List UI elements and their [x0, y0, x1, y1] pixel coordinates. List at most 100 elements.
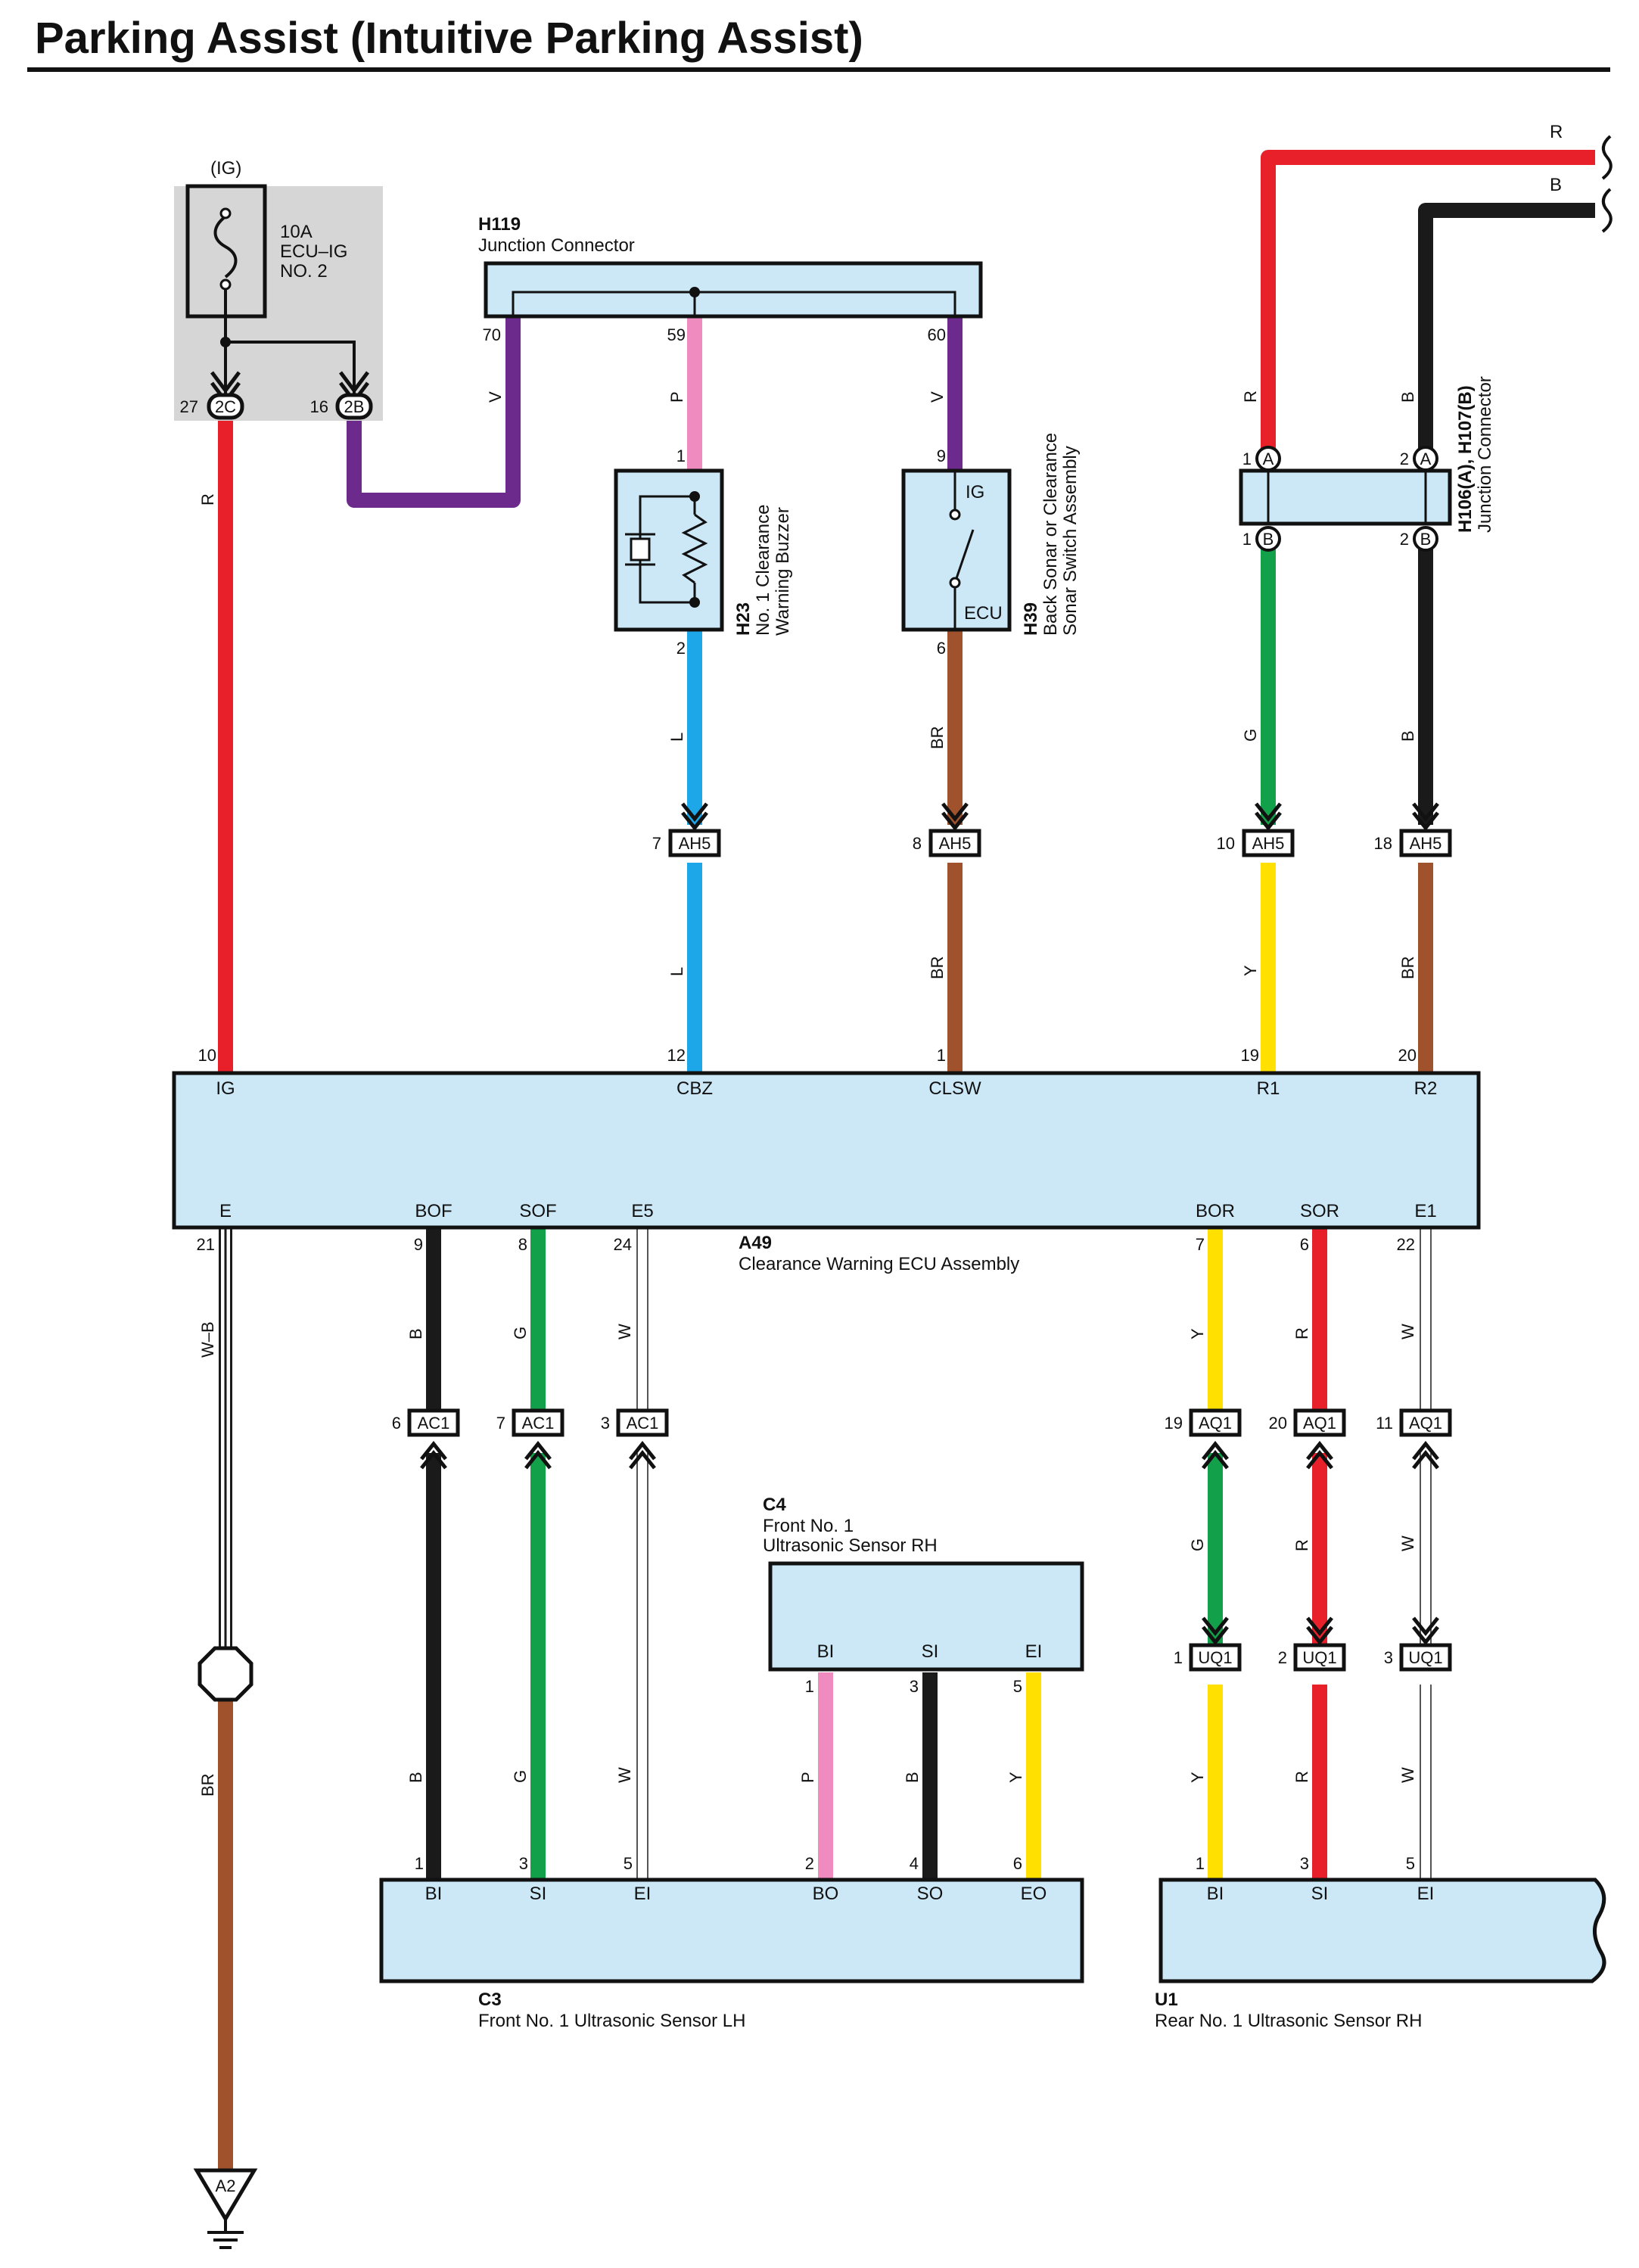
a49-top-sig: R2 — [1414, 1078, 1438, 1099]
a49-bottom-sig: BOR — [1196, 1201, 1235, 1221]
c4-name-1: Front No. 1 — [763, 1516, 854, 1536]
c3-id: C3 — [478, 1990, 502, 2010]
fuse-block: (IG) 10A ECU–IG NO. 2 2C 2B 27 16 — [174, 158, 383, 421]
ac1-pin: 7 — [496, 1414, 505, 1433]
ground-triangle — [193, 2168, 258, 2223]
c3-pin: 2 — [805, 1854, 814, 1873]
c3-pin: 6 — [1013, 1854, 1022, 1873]
h107-a2-letter: A — [1420, 450, 1432, 468]
c3-sig: BI — [425, 1884, 443, 1904]
ah5-connector-3: AH5 10 — [1217, 802, 1295, 857]
uq1-pin: 1 — [1174, 1648, 1183, 1667]
ac1-connector-3: AC1 3 — [601, 1408, 669, 1470]
wire-code: V — [486, 391, 505, 403]
uq1-pin: 2 — [1278, 1648, 1287, 1667]
a49-name: Clearance Warning ECU Assembly — [739, 1254, 1019, 1274]
h107-pin-a2: 2 — [1400, 450, 1409, 468]
wire-code: W — [1398, 1535, 1417, 1551]
ah5-label: AH5 — [1252, 834, 1285, 853]
wire-v-left — [347, 318, 521, 508]
h39-label-ig: IG — [966, 482, 984, 502]
ah5-pin: 8 — [913, 834, 922, 853]
h23-resistor-symbol — [681, 513, 708, 584]
ah5-connectors: AH5 7 AH5 8 AH5 10 AH5 18 — [652, 802, 1452, 857]
wire-color-codes: R V P V R B L BR G B L BR Y BR W–B BR B … — [198, 390, 1417, 1797]
u1-pin: 3 — [1300, 1854, 1309, 1873]
h106-id: H106(A), H107(B) — [1455, 385, 1476, 533]
c3-front-ultrasonic-sensor-lh: 1 BI 3 SI 5 EI 2 BO 4 SO 6 EO C3 Front N… — [379, 1854, 1084, 2031]
h39-back-sonar-switch: IG ECU 9 6 H39 Back Sonar or Clearance S… — [901, 433, 1081, 658]
a49-bottom-sig: E — [219, 1201, 232, 1221]
wire-top-r — [1261, 150, 1595, 459]
wire-code: BR — [928, 956, 947, 979]
c3-name: Front No. 1 Ultrasonic Sensor LH — [478, 2011, 745, 2031]
ac1-connectors: AC1 6 AC1 7 AC1 3 — [392, 1408, 669, 1470]
a49-top-pin: 12 — [667, 1046, 686, 1065]
a49-top-sig: R1 — [1257, 1078, 1280, 1099]
fuse-conn-right-label: 2B — [344, 397, 365, 416]
fuse-pin-left: 27 — [180, 397, 198, 416]
u1-pin: 5 — [1406, 1854, 1415, 1873]
a49-id: A49 — [739, 1233, 772, 1253]
a49-bottom-sig: E5 — [631, 1201, 653, 1221]
wire-code: G — [511, 1327, 530, 1339]
wire-code: L — [667, 733, 686, 742]
fuse-conn-left — [207, 393, 244, 420]
h23-name-2: Warning Buzzer — [773, 507, 793, 636]
uq1-connectors: UQ1 1 UQ1 2 UQ1 3 — [1174, 1616, 1452, 1672]
c4-pin: 3 — [910, 1677, 919, 1696]
wire-top-b — [1418, 203, 1595, 459]
c3-pin: 5 — [624, 1854, 633, 1873]
ground-a2: A2 — [193, 2168, 258, 2249]
fuse-pin-right: 16 — [310, 397, 328, 416]
top-wire-b-label: B — [1550, 175, 1562, 195]
h39-switch-lever — [953, 529, 975, 583]
c3-box — [379, 1878, 1084, 1983]
u1-name: Rear No. 1 Ultrasonic Sensor RH — [1155, 2011, 1422, 2031]
a49-box — [172, 1071, 1481, 1230]
wire-code: G — [511, 1770, 530, 1783]
aq1-pin: 11 — [1376, 1414, 1393, 1433]
h119-name: Junction Connector — [478, 235, 635, 256]
wire-code: R — [1241, 390, 1260, 403]
wire-code: P — [667, 391, 686, 403]
ac1-label: AC1 — [522, 1414, 555, 1433]
fuse-supply-label: (IG) — [210, 158, 241, 179]
wire-code: P — [798, 1772, 817, 1783]
h23-pin-top: 1 — [676, 446, 686, 465]
wire-code: R — [1292, 1327, 1311, 1339]
aq1-connector-3: AQ1 11 — [1376, 1408, 1452, 1470]
h119-pin-70: 70 — [483, 325, 501, 344]
wire-code: R — [1292, 1771, 1311, 1783]
c3-sig: SO — [917, 1884, 944, 1904]
ac1-connector-2: AC1 7 — [496, 1408, 564, 1470]
h106-h107-junction-connector: R B A A B B 1 2 1 2 H106(A), H107(B) Jun… — [1239, 122, 1613, 552]
wire-code: G — [1188, 1538, 1207, 1551]
aq1-connector-2: AQ1 20 — [1269, 1408, 1346, 1470]
wire-code: W–B — [198, 1321, 217, 1358]
top-wire-r-break — [1601, 135, 1613, 180]
ac1-pin: 3 — [601, 1414, 610, 1433]
wire-code: R — [1292, 1539, 1311, 1551]
h39-pin-top: 9 — [937, 446, 946, 465]
ground-label: A2 — [216, 2176, 236, 2195]
wire-code: BR — [928, 726, 947, 749]
u1-sig: BI — [1207, 1884, 1224, 1904]
aq1-pin: 19 — [1165, 1414, 1183, 1433]
uq1-label: UQ1 — [1408, 1648, 1442, 1667]
c4-id: C4 — [763, 1495, 786, 1515]
c4-sig: SI — [922, 1641, 939, 1662]
wire-code: B — [903, 1772, 922, 1783]
aq1-label: AQ1 — [1199, 1414, 1232, 1433]
h106-pin-a1: 1 — [1242, 450, 1252, 468]
c3-pin: 3 — [519, 1854, 528, 1873]
ah5-pin: 18 — [1374, 834, 1392, 853]
ah5-pin: 7 — [652, 834, 661, 853]
c4-name-2: Ultrasonic Sensor RH — [763, 1535, 938, 1556]
uq1-label: UQ1 — [1198, 1648, 1232, 1667]
fuse-terminal-bottom — [219, 278, 232, 291]
page-title: Parking Assist (Intuitive Parking Assist… — [35, 14, 863, 63]
h106-name: Junction Connector — [1475, 376, 1495, 533]
a49-bottom-sig: SOR — [1300, 1201, 1339, 1221]
